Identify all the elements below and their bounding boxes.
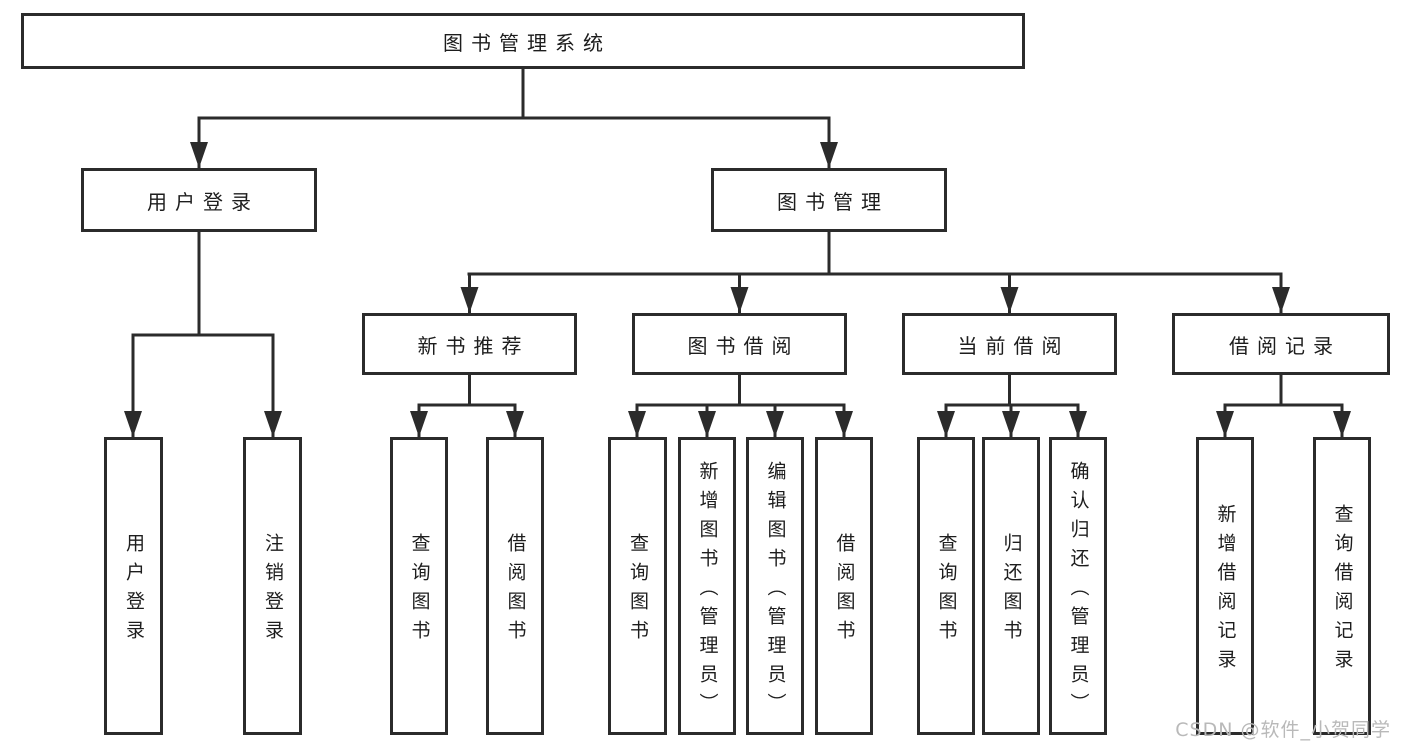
leaf-borrow-books-borrowing-label: 借阅图书 [833,533,856,649]
leaf-query-books-borrowing: 查询图书 [608,437,667,735]
node-current-borrowing-label: 当前借阅 [957,333,1070,358]
leaf-return-book: 归还图书 [982,437,1040,735]
leaf-confirm-return-admin: 确认归还（管理员） [1049,437,1107,735]
node-book-borrowing-label: 图书借阅 [687,333,800,358]
leaf-logout-label: 注销登录 [262,533,284,649]
leaf-edit-book-admin-label: 编辑图书（管理员） [764,460,787,722]
leaf-user-login-label: 用户登录 [123,533,145,649]
node-borrowing-records: 借阅记录 [1172,313,1390,375]
node-user-login: 用户登录 [81,168,317,232]
node-user-login-label: 用户登录 [147,189,259,214]
node-current-borrowing: 当前借阅 [902,313,1117,375]
leaf-query-borrow-record-label: 查询借阅记录 [1331,504,1354,678]
watermark: CSDN @软件_小贺同学 [1175,719,1391,741]
leaf-query-borrow-record: 查询借阅记录 [1313,437,1371,735]
node-root-label: 图书管理系统 [443,30,611,55]
leaf-borrow-books-borrowing: 借阅图书 [815,437,873,735]
node-book-management-label: 图书管理 [777,189,889,214]
leaf-return-book-label: 归还图书 [1000,533,1023,649]
node-borrowing-records-label: 借阅记录 [1229,333,1341,358]
leaf-query-books-recommend-label: 查询图书 [408,533,431,649]
node-book-management: 图书管理 [711,168,947,232]
node-root: 图书管理系统 [21,13,1025,69]
node-new-book-recommendation: 新书推荐 [362,313,577,375]
leaf-add-borrow-record-label: 新增借阅记录 [1214,504,1237,678]
leaf-query-books-recommend: 查询图书 [390,437,448,735]
node-book-borrowing: 图书借阅 [632,313,847,375]
leaf-query-books-current: 查询图书 [917,437,975,735]
leaf-borrow-books-recommend-label: 借阅图书 [504,533,527,649]
leaf-add-borrow-record: 新增借阅记录 [1196,437,1254,735]
node-new-book-recommendation-label: 新书推荐 [417,333,530,358]
leaf-query-books-borrowing-label: 查询图书 [627,533,649,649]
leaf-add-book-admin: 新增图书（管理员） [678,437,736,735]
leaf-confirm-return-admin-label: 确认归还（管理员） [1067,460,1090,722]
leaf-logout: 注销登录 [243,437,302,735]
leaf-edit-book-admin: 编辑图书（管理员） [746,437,804,735]
leaf-add-book-admin-label: 新增图书（管理员） [696,460,719,722]
leaf-borrow-books-recommend: 借阅图书 [486,437,544,735]
leaf-user-login: 用户登录 [104,437,163,735]
leaf-query-books-current-label: 查询图书 [935,533,958,649]
